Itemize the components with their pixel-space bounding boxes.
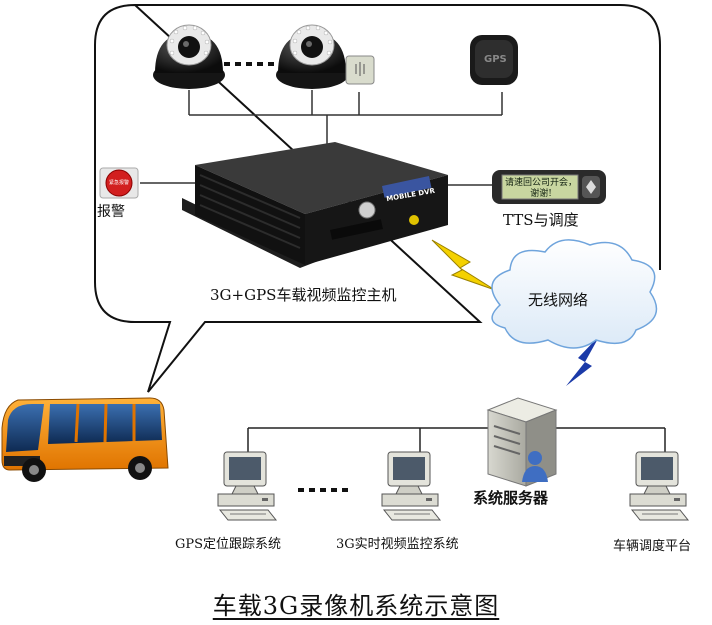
dome-camera-icon: [152, 24, 226, 90]
alarm-button-text: 紧急报警: [108, 180, 129, 186]
page-title: 车载3G录像机系统示意图: [212, 592, 500, 620]
microphone-icon: [345, 55, 375, 85]
speech-bubble: [94, 3, 661, 393]
host-label: 3G+GPS车载视频监控主机: [210, 286, 397, 304]
server-icon: [486, 397, 558, 487]
network-wiring: [247, 427, 666, 452]
cloud-icon: [491, 239, 658, 349]
video-system-label: 3G实时视频监控系统: [336, 537, 459, 552]
network-label: 无线网络: [528, 291, 589, 309]
camera-wiring: [140, 90, 503, 186]
tts-terminal-icon: [492, 170, 606, 204]
gps-antenna-icon: [470, 35, 518, 85]
mobile-dvr-icon: [182, 142, 448, 268]
alarm-label: 报警: [97, 204, 125, 220]
server-label: 系统服务器: [473, 489, 549, 507]
gps-antenna-text: GPS: [484, 54, 507, 65]
desktop-computer-icon: [629, 451, 689, 521]
bus-icon: [1, 397, 169, 482]
wireless-bolt-icon: [566, 335, 600, 386]
tts-label: TTS与调度: [503, 211, 579, 229]
desktop-computer-icon: [381, 451, 441, 521]
tts-screen-text: 请速回公司开会，谢谢!: [505, 178, 578, 199]
gps-system-label: GPS定位跟踪系统: [175, 537, 282, 552]
dome-camera-icon: [275, 24, 349, 90]
wireless-bolt-icon: [431, 239, 496, 291]
dispatch-platform-label: 车辆调度平台: [613, 539, 692, 554]
alarm-button-icon: [99, 167, 139, 199]
desktop-computer-icon: [217, 451, 277, 521]
